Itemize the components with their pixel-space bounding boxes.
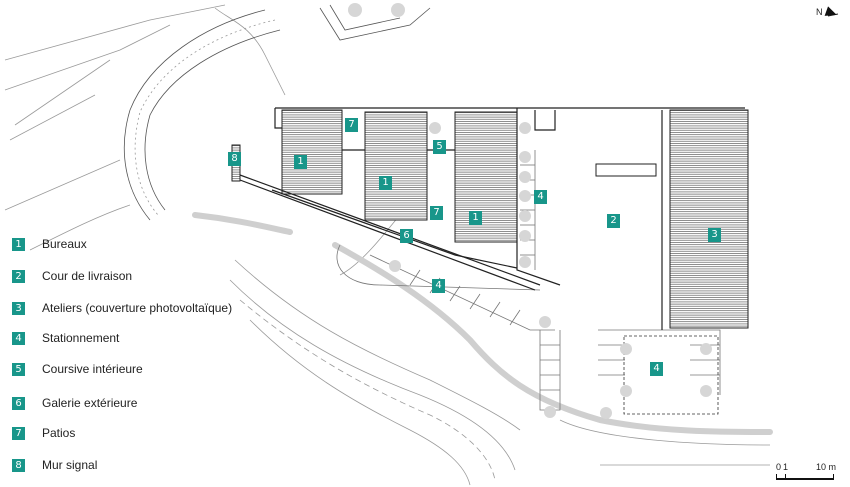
legend-number: 5 [12, 362, 25, 376]
north-label: N [816, 7, 823, 17]
parking-areas [336, 150, 721, 415]
map-label-patio-a: 7 [345, 118, 358, 132]
scale-line [776, 478, 834, 480]
scale-start-label: 0 [776, 462, 782, 472]
map-label-cour: 2 [607, 214, 620, 228]
map-label-stationnement-b: 4 [432, 279, 445, 293]
legend-label: Cour de livraison [42, 269, 133, 283]
scale-tick [776, 474, 777, 480]
legend-number: 3 [12, 301, 25, 315]
legend-label: Bureaux [42, 237, 87, 251]
legend-item: 4 Stationnement [12, 330, 119, 346]
road-lines [4, 4, 771, 486]
legend-label: Ateliers (couverture photovoltaïque) [42, 301, 233, 315]
trees [348, 3, 712, 419]
north-arrow-icon [824, 6, 838, 20]
map-label-ateliers: 3 [708, 228, 721, 242]
legend-number: 1 [12, 237, 25, 251]
legend-number: 8 [12, 458, 25, 472]
building-outlines [239, 107, 745, 330]
scale-tick [785, 474, 786, 480]
legend-number: 7 [12, 426, 25, 440]
map-label-patio-b: 7 [430, 206, 443, 220]
map-label-galerie: 6 [400, 229, 413, 243]
map-label-bureaux-c: 1 [469, 211, 482, 225]
legend-item: 2 Cour de livraison [12, 268, 132, 284]
legend-item: 1 Bureaux [12, 236, 87, 252]
map-label-bureaux-b: 1 [379, 176, 392, 190]
scale-bar: 0 1 10 m [776, 462, 838, 482]
legend-item: 3 Ateliers (couverture photovoltaïque) [12, 300, 232, 316]
legend-label: Stationnement [42, 331, 120, 345]
pedestrian-path [192, 212, 773, 435]
map-label-stationnement-a: 4 [534, 190, 547, 204]
scale-one-label: 1 [783, 462, 789, 472]
legend-label: Patios [42, 426, 76, 440]
legend-number: 6 [12, 396, 25, 410]
north-line [827, 13, 839, 17]
map-label-coursive: 5 [433, 140, 446, 154]
scale-end-label: 10 m [816, 462, 837, 472]
buildings [231, 109, 749, 329]
legend-item: 6 Galerie extérieure [12, 395, 137, 411]
legend-label: Mur signal [42, 458, 98, 472]
scale-tick [833, 474, 834, 480]
legend-number: 2 [12, 269, 25, 283]
legend-number: 4 [12, 331, 25, 345]
legend-item: 8 Mur signal [12, 457, 97, 473]
legend-item: 7 Patios [12, 425, 75, 441]
map-label-mur-signal: 8 [228, 152, 241, 166]
map-label-stationnement-c: 4 [650, 362, 663, 376]
legend-label: Coursive intérieure [42, 362, 143, 376]
map-label-bureaux-a: 1 [294, 155, 307, 169]
legend-item: 5 Coursive intérieure [12, 361, 143, 377]
north-indicator: N [816, 6, 838, 20]
legend-label: Galerie extérieure [42, 396, 138, 410]
curved-road [123, 4, 431, 221]
